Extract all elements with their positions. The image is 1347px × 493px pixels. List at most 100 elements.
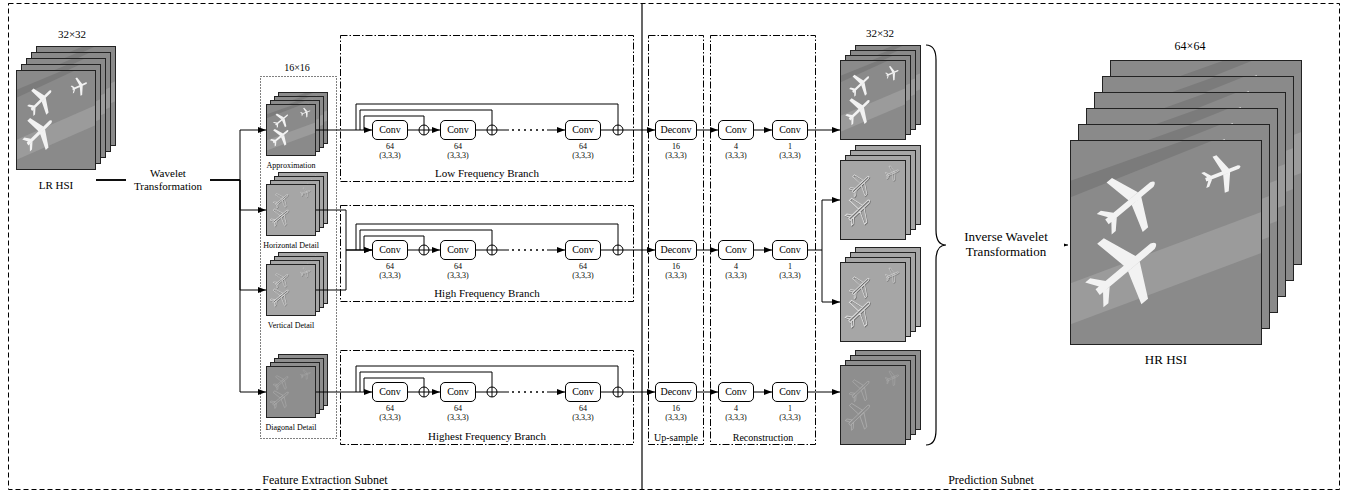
layer-parameter: 16 xyxy=(672,404,680,413)
layer-parameter: 4 xyxy=(734,142,738,151)
layer-name: Conv xyxy=(572,386,594,398)
conv-layer: Conv 4(3,3,3) xyxy=(718,120,754,160)
flow-arrow xyxy=(754,250,772,251)
layer-parameter: (3,3,3) xyxy=(572,271,593,280)
layer-parameter: 64 xyxy=(386,262,394,271)
flow-arrow xyxy=(316,250,372,290)
flow-arrow xyxy=(96,180,266,392)
image-caption: Diagonal Detail xyxy=(266,423,317,432)
input-stack xyxy=(16,46,116,170)
group-title: Reconstruction xyxy=(733,432,794,444)
layer-parameter: 64 xyxy=(386,404,394,413)
conv-layer: Conv4(3,3,3) xyxy=(718,382,754,422)
layer-name: Conv xyxy=(779,386,801,398)
layer-parameter: (3,3,3) xyxy=(379,271,400,280)
flow-arrow xyxy=(754,392,772,393)
layer-name: Conv xyxy=(779,244,801,256)
layer-name: Conv xyxy=(447,386,469,398)
group-title: Feature Extraction Subnet xyxy=(262,474,387,488)
layer-box: Conv xyxy=(372,120,408,140)
layer-box: Conv xyxy=(440,120,476,140)
conv-layer: Conv 64(3,3,3) xyxy=(565,240,601,280)
upsample-box: Up-sampleDeconv16(3,3,3)Deconv16(3,3,3)D… xyxy=(648,35,704,445)
group-title: High Frequency Branch xyxy=(434,287,540,300)
layer-parameter: 64 xyxy=(579,262,587,271)
layer-box: Deconv xyxy=(655,120,697,140)
flow-arrow xyxy=(601,130,655,131)
image-caption: LR HSI xyxy=(39,179,74,192)
layer-parameter: (3,3,3) xyxy=(725,271,746,280)
flow-arrow xyxy=(697,130,718,131)
output-stack xyxy=(1070,60,1302,345)
conv-layer: Conv64(3,3,3) xyxy=(565,382,601,422)
layer-parameter: (3,3,3) xyxy=(379,151,400,160)
deconv-layer: Deconv16(3,3,3) xyxy=(655,120,697,160)
flow-arrow xyxy=(316,210,372,250)
ellipsis-dots xyxy=(509,127,547,395)
flow-arrow xyxy=(697,250,718,251)
layer-box: Conv xyxy=(565,120,601,140)
conv-layer: Conv64(3,3,3) xyxy=(565,120,601,160)
layer-parameter: (3,3,3) xyxy=(779,151,800,160)
label-holder: 32×32 xyxy=(58,28,86,41)
dimension-label: 64×64 xyxy=(1175,40,1206,54)
subband-group xyxy=(261,77,337,439)
arrow-label: Inverse Wavelet Transformation xyxy=(948,230,1064,260)
layer-parameter: (3,3,3) xyxy=(725,151,746,160)
flow-arrow xyxy=(316,392,372,393)
subband-stacks xyxy=(266,92,328,418)
layer-parameter: (3,3,3) xyxy=(572,151,593,160)
layer-parameter: 1 xyxy=(788,142,792,151)
subband-image: Horizontal Detail xyxy=(266,184,316,250)
branch-box: Low Frequency BranchConv64(3,3,3)Conv64(… xyxy=(340,35,634,182)
subband-image: Vertical Detail xyxy=(266,264,316,330)
conv-layer: Conv1(3,3,3) xyxy=(772,382,808,422)
layer-box: Conv xyxy=(718,240,754,260)
layer-name: Conv xyxy=(572,124,594,136)
subband-image: Diagonal Detail xyxy=(266,366,316,432)
layer-box: Conv xyxy=(565,240,601,260)
flow-arrow xyxy=(601,392,655,393)
flow-arrow xyxy=(697,392,718,393)
deconv-layer: Deconv16(3,3,3) xyxy=(655,382,697,422)
deconv-layer: Deconv16(3,3,3) xyxy=(655,240,697,280)
group-title: Prediction Subnet xyxy=(948,474,1034,488)
layer-parameter: 1 xyxy=(788,262,792,271)
image-caption: Approximation xyxy=(267,161,316,170)
layer-box: Conv xyxy=(718,120,754,140)
layer-parameter: (3,3,3) xyxy=(572,413,593,422)
layer-box: Conv xyxy=(772,120,808,140)
conv-layer: Conv1(3,3,3) xyxy=(772,240,808,280)
image-caption: HR HSI xyxy=(1145,353,1187,368)
image-caption: Vertical Detail xyxy=(268,321,314,330)
reconstruction-box: ReconstructionConv4(3,3,3)Conv1(3,3,3)Co… xyxy=(710,35,816,445)
branch-box: High Frequency BranchConv64(3,3,3)Conv64… xyxy=(340,205,634,302)
group-title: Low Frequency Branch xyxy=(435,167,539,180)
conv-layer: Conv64(3,3,3) xyxy=(440,240,476,280)
conv-layer: Conv4(3,3,3) xyxy=(718,240,754,280)
layer-parameter: (3,3,3) xyxy=(447,151,468,160)
layer-name: Deconv xyxy=(660,124,691,136)
skip-connections xyxy=(356,104,618,392)
dimension-label: 32×32 xyxy=(58,28,86,41)
layer-box: Conv xyxy=(440,382,476,402)
layer-box: Deconv xyxy=(655,240,697,260)
conv-layer: Conv64(3,3,3) xyxy=(372,382,408,422)
layer-box: Conv xyxy=(372,240,408,260)
layer-name: Conv xyxy=(447,124,469,136)
layer-parameter: (3,3,3) xyxy=(447,271,468,280)
layer-name: Conv xyxy=(572,244,594,256)
arrow-label: Wavelet Transformation xyxy=(126,167,210,192)
subnet-divider xyxy=(641,3,642,490)
layer-box: Deconv xyxy=(655,382,697,402)
output-image: HR HSI xyxy=(1070,140,1262,368)
group-title: Highest Frequency Branch xyxy=(428,430,546,443)
outer-frame xyxy=(9,4,1340,490)
layer-name: Deconv xyxy=(660,386,691,398)
layer-box: Conv xyxy=(718,382,754,402)
layer-parameter: 16 xyxy=(672,262,680,271)
dimension-label: 16×16 xyxy=(284,62,310,74)
layer-name: Conv xyxy=(725,386,747,398)
layer-name: Conv xyxy=(379,244,401,256)
